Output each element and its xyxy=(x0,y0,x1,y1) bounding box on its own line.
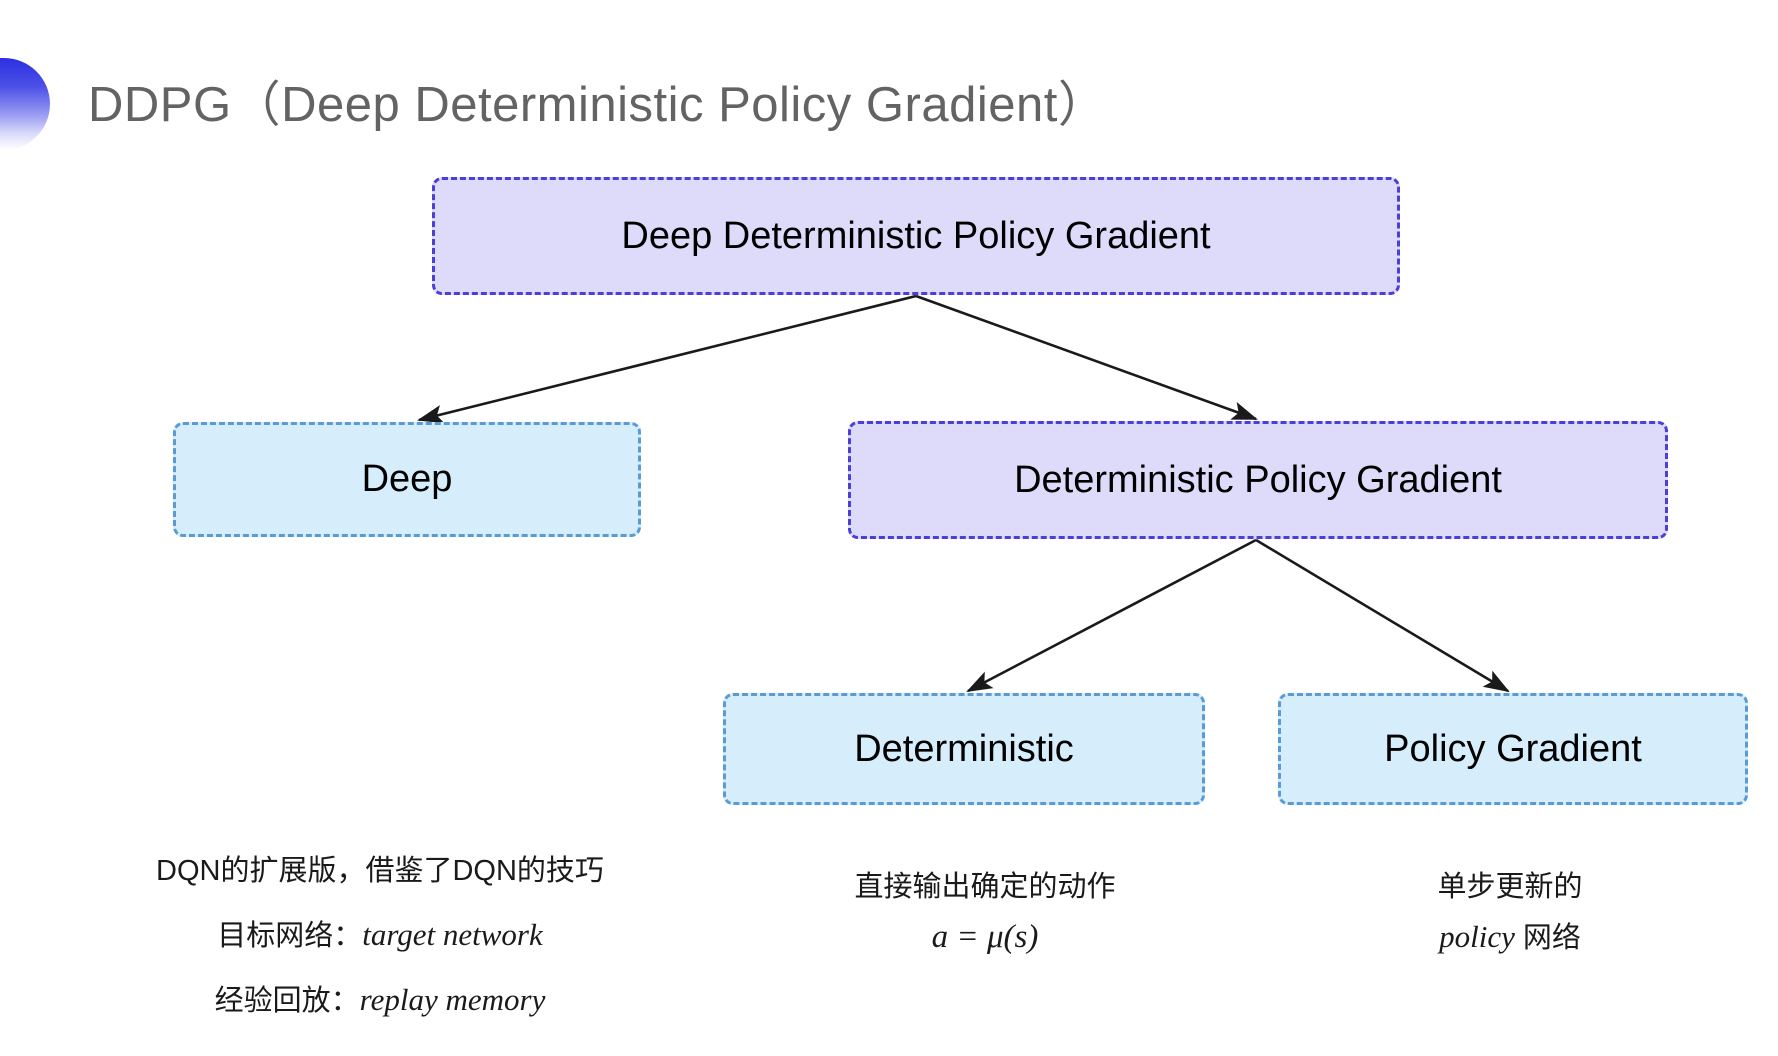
caption-policy-gradient-line-2: policy 网络 xyxy=(1310,912,1710,963)
caption-deep-line-3-label: 经验回放： xyxy=(214,985,360,1017)
node-deep-deterministic-policy-gradient[interactable]: Deep Deterministic Policy Gradient xyxy=(432,177,1400,295)
caption-deterministic-line-1: 直接输出确定的动作 xyxy=(854,871,1116,903)
caption-deterministic: 直接输出确定的动作 a = μ(s) xyxy=(770,862,1200,962)
caption-policy-gradient-term: policy xyxy=(1439,919,1515,954)
edge-dpg-to-deterministic xyxy=(966,538,1257,693)
caption-policy-gradient-line-1: 单步更新的 xyxy=(1437,871,1583,903)
caption-deep-line-1: DQN的扩展版，借鉴了DQN的技巧 xyxy=(156,855,604,887)
node-policy-gradient[interactable]: Policy Gradient xyxy=(1278,693,1748,805)
caption-deterministic-formula: a = μ(s) xyxy=(931,919,1039,955)
caption-deep: DQN的扩展版，借鉴了DQN的技巧 目标网络：target network 经验… xyxy=(100,840,660,1033)
edge-dpg-to-policy-gradient xyxy=(1255,538,1510,693)
caption-policy-gradient: 单步更新的 policy 网络 xyxy=(1310,862,1710,963)
caption-policy-gradient-suffix: 网络 xyxy=(1514,922,1581,954)
title-accent-halfcircle-icon xyxy=(0,58,50,150)
node-deterministic-policy-gradient[interactable]: Deterministic Policy Gradient xyxy=(848,421,1668,539)
edge-root-to-dpg xyxy=(915,294,1258,421)
caption-deep-line-2: 目标网络：target network xyxy=(100,903,660,968)
node-deep[interactable]: Deep xyxy=(173,422,641,537)
caption-deep-line-3: 经验回放：replay memory xyxy=(100,968,660,1033)
caption-deep-line-2-label: 目标网络： xyxy=(217,920,363,952)
caption-deep-line-3-term: replay memory xyxy=(359,982,546,1017)
caption-deep-line-2-term: target network xyxy=(362,917,543,952)
page-title: DDPG（Deep Deterministic Policy Gradient） xyxy=(88,78,1108,132)
node-deterministic[interactable]: Deterministic xyxy=(723,693,1205,805)
edge-root-to-deep xyxy=(416,294,917,424)
